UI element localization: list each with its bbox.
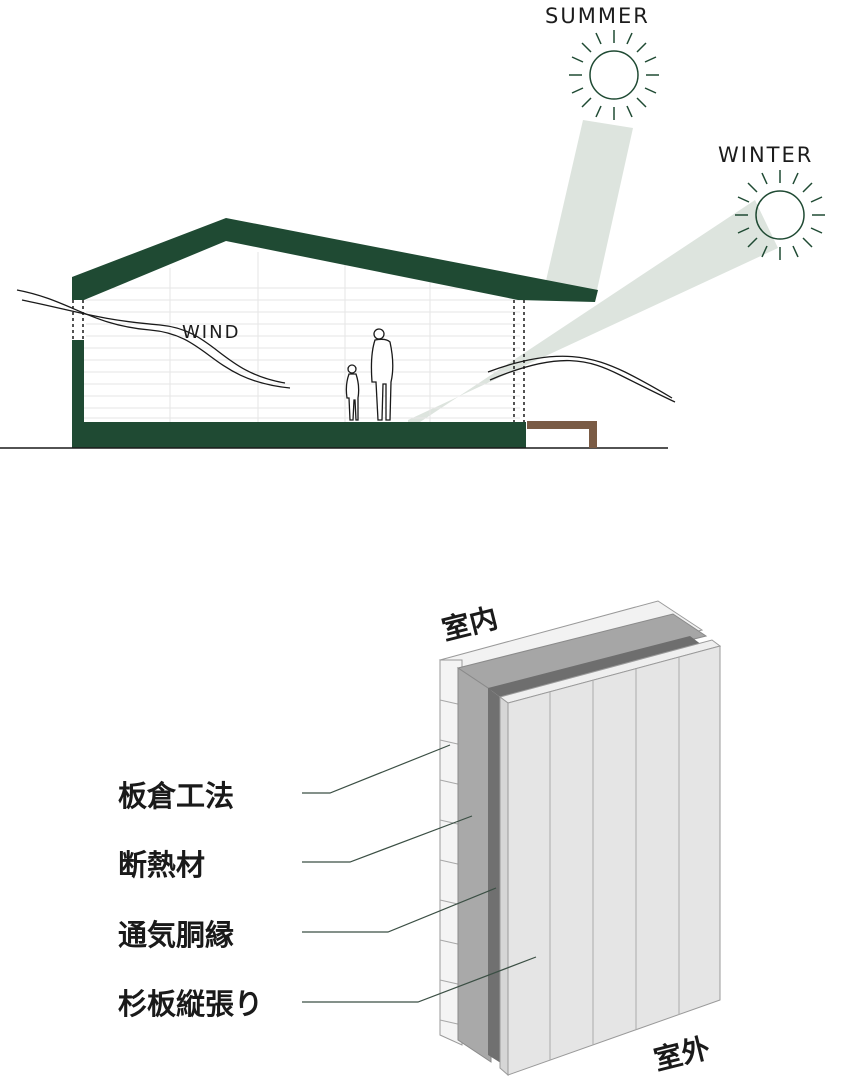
floor-slab [72,422,526,448]
layer-insulation [456,613,708,1063]
layer-label-itakura: 板倉工法 [118,779,234,813]
wind-label: WIND [182,322,240,343]
leader-lines [302,744,537,1003]
exterior-label: 室外 [651,1031,713,1077]
winter-label: WINTER [718,143,813,167]
summer-sunbeam [545,120,633,290]
outdoor-bench [527,421,597,448]
wind-lines [16,289,676,403]
layer-label-insulation: 断熱材 [118,848,205,882]
house-section: SUMMER WINTER WIND [0,4,825,449]
wall-layer-diagram: 板倉工法 断熱材 通気胴縁 杉板縦張り 室内 室外 [118,600,722,1077]
roof [72,218,598,302]
layer-label-cedar: 杉板縦張り [118,987,263,1021]
interior-label: 室内 [439,601,501,647]
people-figures [345,328,394,421]
layer-cedar-siding [498,639,722,1077]
interior-wall-boards [84,252,520,422]
winter-sun-icon [735,170,825,260]
summer-label: SUMMER [545,4,650,28]
summer-sun-icon [569,30,659,120]
layer-label-furring: 通気胴縁 [118,918,234,952]
